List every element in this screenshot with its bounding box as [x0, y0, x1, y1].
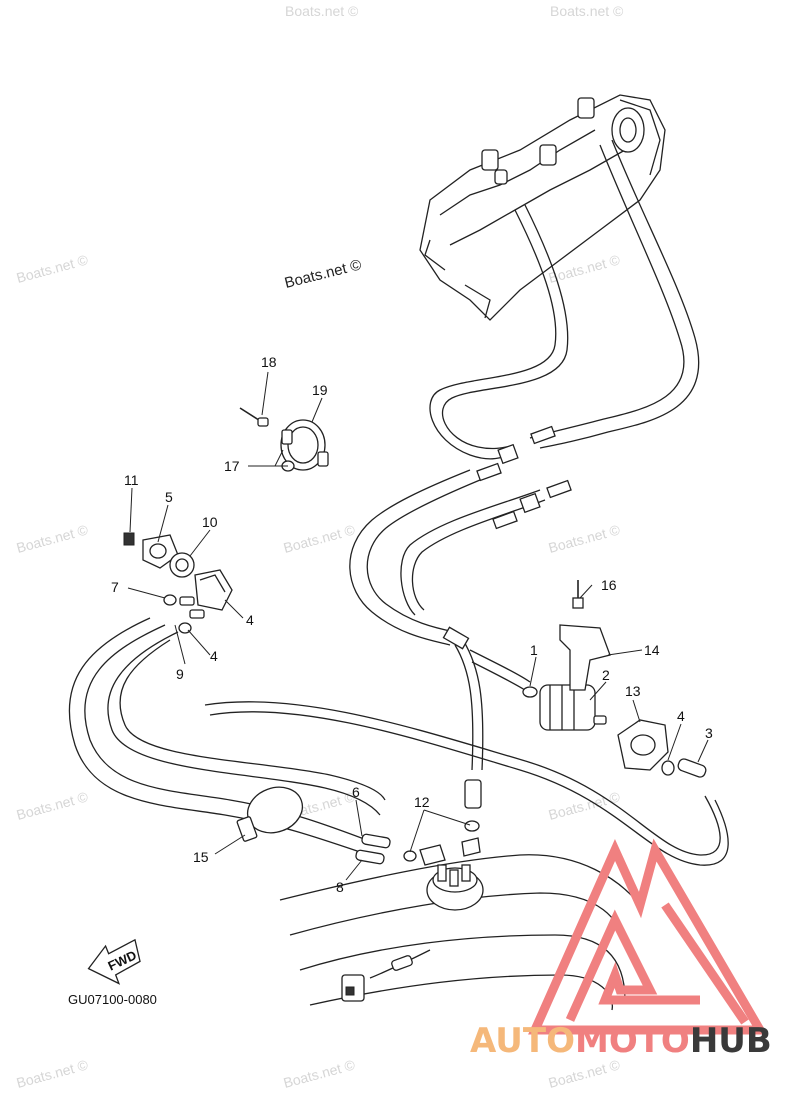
watermark: Boats.net © [285, 3, 359, 19]
callout-6: 5 [165, 489, 173, 505]
watermark: Boats.net © [550, 3, 624, 19]
callout-13: 12 [414, 794, 430, 810]
watermark: Boats.net © [15, 521, 91, 556]
callout-4-left: 4 [210, 648, 218, 664]
callout-16: 15 [193, 849, 209, 865]
hose-t-joints [442, 425, 572, 650]
callout-20: 19 [312, 382, 328, 398]
leader-lines [127, 371, 709, 881]
fwd-arrow-badge: FWD [87, 938, 141, 985]
callout-17: 16 [601, 577, 617, 593]
logo-part-moto: MOTO [575, 1021, 690, 1061]
logo-triangle-mark [528, 838, 768, 1035]
callout-11: 10 [202, 514, 218, 530]
automotohub-logo: AUTOMOTOHUB [470, 838, 772, 1061]
filter-bracket [559, 580, 611, 691]
logo-part-hub: HUB [690, 1021, 772, 1061]
watermark: Boats.net © [282, 521, 358, 556]
watermark-main: Boats.net © [283, 256, 363, 292]
fuel-filter [522, 684, 607, 731]
callout-18: 17 [224, 458, 240, 474]
callout-5: 4 [246, 612, 254, 628]
callout-labels: 18 19 17 11 5 10 7 4 4 9 16 14 1 2 13 4 … [111, 354, 713, 895]
fuel-cock-assembly [123, 532, 233, 634]
hose-clamp-right [661, 758, 707, 778]
logo-part-auto: AUTO [470, 1021, 575, 1061]
callout-2: 2 [602, 667, 610, 683]
callout-3: 3 [705, 725, 713, 741]
callout-1: 1 [530, 642, 538, 658]
watermark: Boats.net © [15, 1056, 91, 1091]
watermark: Boats.net © [547, 788, 623, 823]
watermark: Boats.net © [282, 1056, 358, 1091]
watermark: Boats.net © [15, 251, 91, 286]
callout-14: 13 [625, 683, 641, 699]
diagram-code: GU07100-0080 [68, 992, 157, 1007]
callout-19: 18 [261, 354, 277, 370]
callout-8: 7 [111, 579, 119, 595]
filter-holder [617, 719, 669, 771]
logo-wordmark: AUTOMOTOHUB [470, 1021, 772, 1061]
callout-10: 9 [176, 666, 184, 682]
hose-band [236, 786, 304, 842]
carburetor-assembly [419, 94, 666, 321]
callout-12: 11 [124, 472, 139, 488]
callout-9: 8 [336, 879, 344, 895]
fuel-hoses [68, 139, 729, 866]
watermark: Boats.net © [547, 521, 623, 556]
watermark: Boats.net © [547, 1056, 623, 1091]
fuel-tank-pickup [279, 779, 641, 1011]
callout-7: 6 [352, 784, 360, 800]
callout-4-right: 4 [677, 708, 685, 724]
watermark: Boats.net © [15, 788, 91, 823]
hose-clip-assembly [239, 407, 329, 472]
callout-15: 14 [644, 642, 660, 658]
